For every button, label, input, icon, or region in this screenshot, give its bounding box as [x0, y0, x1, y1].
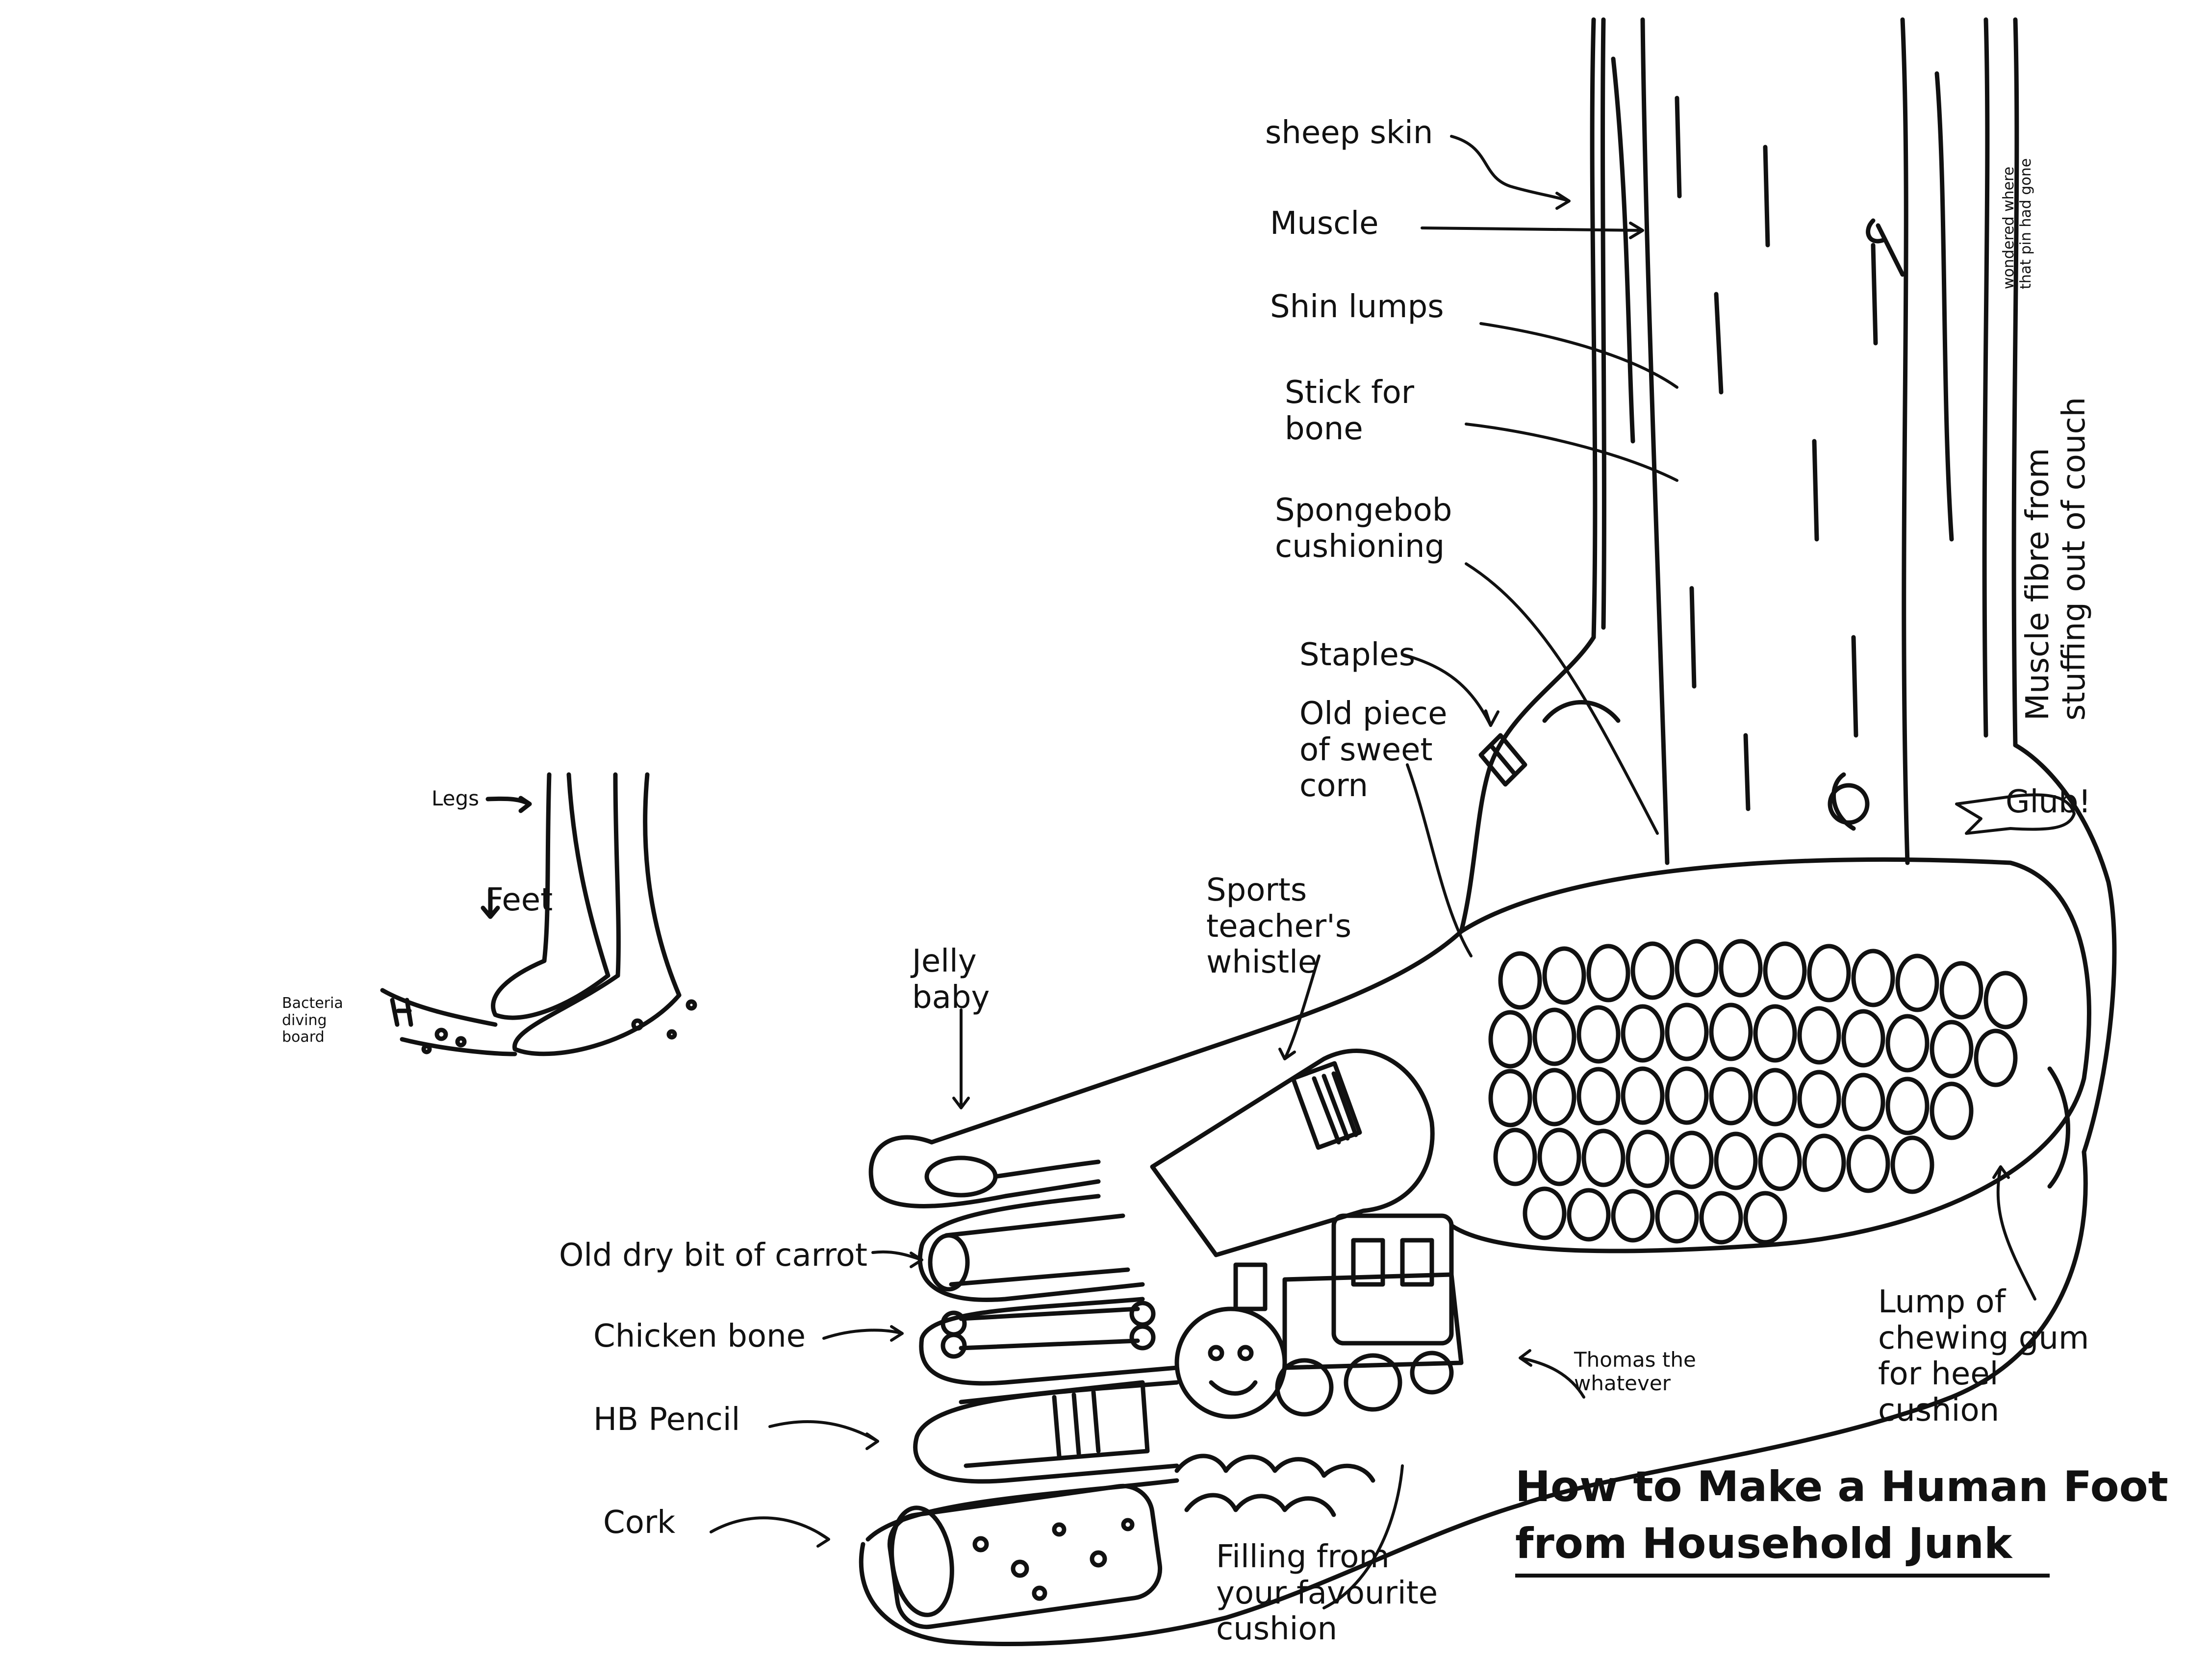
label-sports-whistle: Sports teacher's whistle: [1206, 872, 1352, 981]
whistle: [1150, 1049, 1435, 1257]
label-bacteria-diving-board: Bacteria diving board: [282, 995, 343, 1046]
label-thomas: Thomas the whatever: [1574, 1348, 1696, 1396]
label-chewing-gum: Lump of chewing gum for heel cushion: [1878, 1284, 2089, 1429]
label-glub: Glub!: [2006, 784, 2091, 820]
label-staples: Staples: [1299, 637, 1416, 673]
title-line-2: from Household Junk: [1515, 1519, 2012, 1569]
label-shin-lumps: Shin lumps: [1270, 289, 1444, 325]
sweet-corn: [1449, 857, 2091, 1254]
label-legs: Legs: [432, 786, 480, 810]
label-spongebob-cushioning: Spongebob cushioning: [1275, 492, 1452, 565]
leader-lines: [710, 135, 2076, 1609]
thomas-train: [1174, 1213, 1464, 1419]
toe-pencil: [913, 1380, 1179, 1484]
title-underline: [1515, 1574, 2050, 1578]
label-jelly-baby: Jelly baby: [912, 943, 990, 1016]
toe-chicken-bone: [919, 1297, 1179, 1386]
diagram-title: How to Make a Human Foot from Household …: [1515, 1458, 2168, 1572]
label-feet: Feet: [485, 882, 553, 918]
label-sheep-skin: sheep skin: [1265, 115, 1433, 151]
small-legs-sketch: [380, 772, 697, 1056]
toe-jelly-baby: [868, 1135, 1101, 1208]
label-muscle-fibre: Muscle fibre from stuffing out of couch: [2020, 397, 2092, 721]
leg-drawing: [1459, 17, 2117, 1154]
label-carrot: Old dry bit of carrot: [559, 1237, 867, 1274]
label-sweet-corn: Old piece of sweet corn: [1299, 696, 1448, 804]
label-hb-pencil: HB Pencil: [593, 1402, 740, 1438]
label-cushion-filling: Filling from your favourite cushion: [1216, 1539, 1438, 1648]
label-chicken-bone: Chicken bone: [593, 1318, 806, 1354]
foot-drawing: [859, 700, 2091, 1646]
label-muscle: Muscle: [1270, 205, 1379, 242]
toe-carrot: [917, 1194, 1145, 1302]
title-line-1: How to Make a Human Foot: [1515, 1462, 2168, 1511]
label-pin-note: wondered where that pin had gone: [2000, 158, 2034, 289]
label-cork: Cork: [603, 1504, 676, 1541]
label-stick-for-bone: Stick for bone: [1285, 375, 1415, 447]
